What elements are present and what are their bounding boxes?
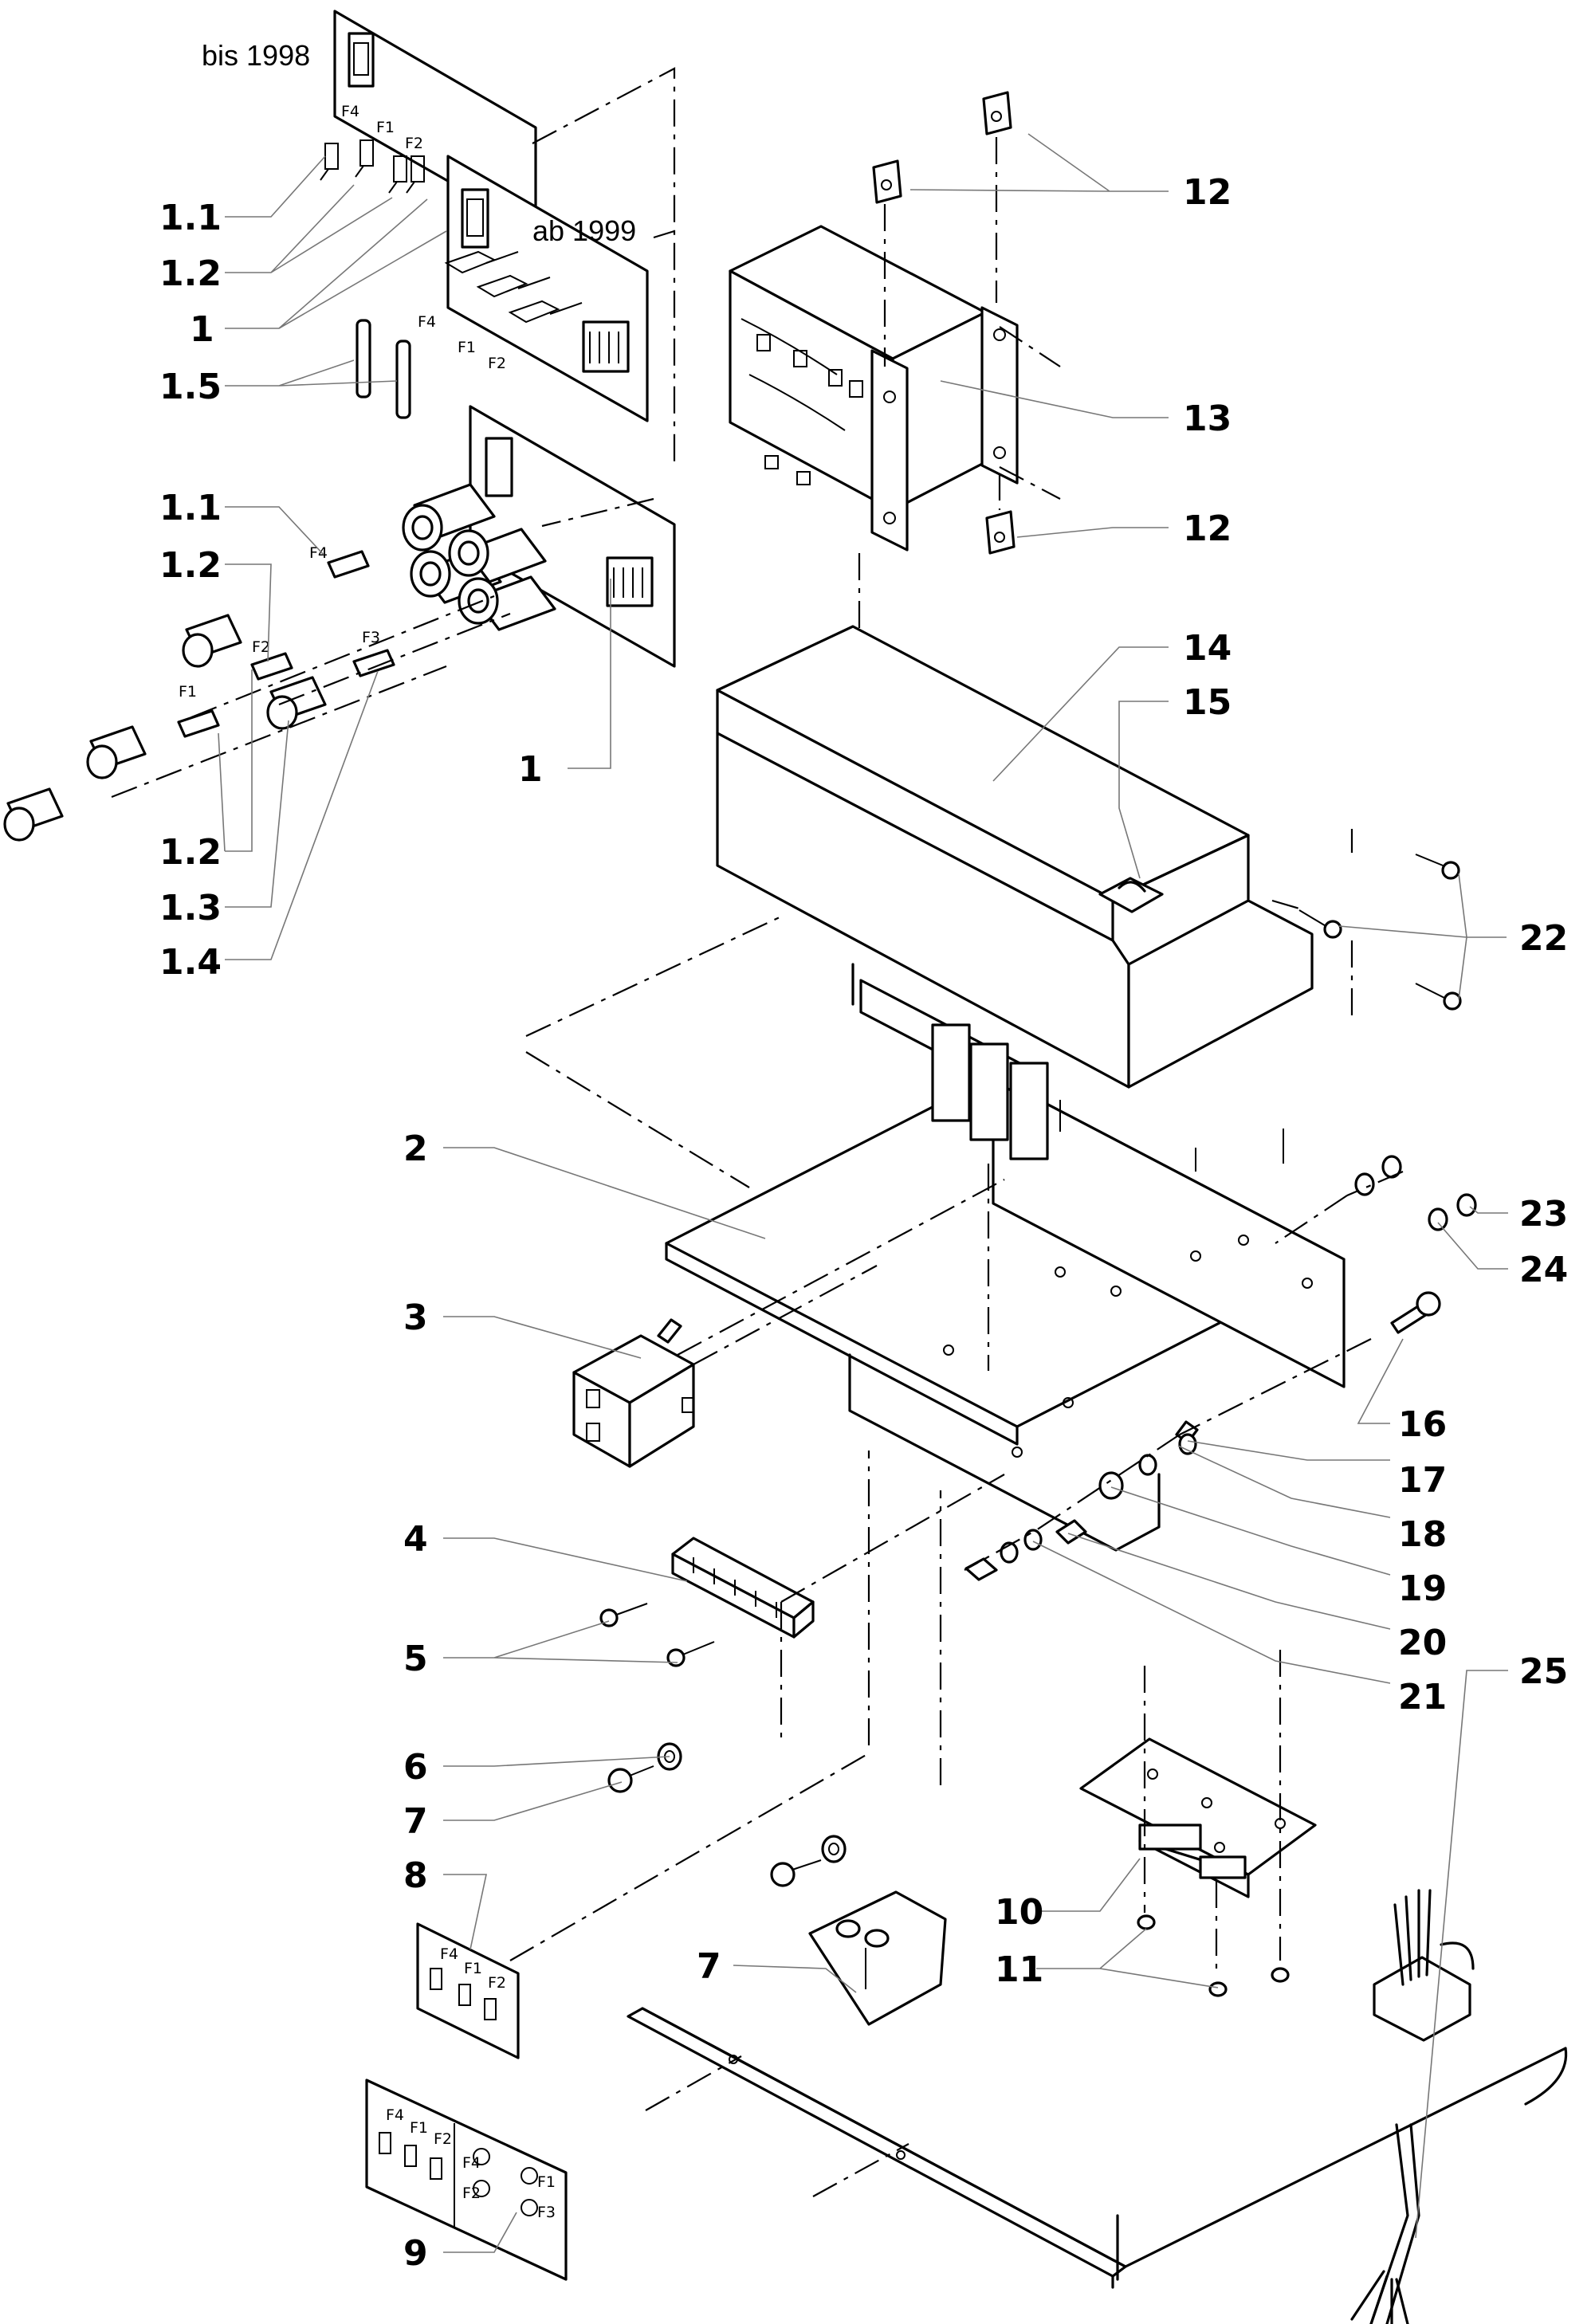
svg-text:F4: F4: [386, 2106, 404, 2124]
callout-16: 16: [1398, 1404, 1447, 1445]
callout-20: 20: [1398, 1623, 1447, 1663]
svg-text:F3: F3: [362, 629, 380, 646]
callout-1-1-mid: 1.1: [159, 488, 222, 528]
pcb-ab-1999: F4 F1 F2: [418, 155, 649, 422]
svg-text:F2: F2: [434, 2130, 452, 2148]
screws-22: [1298, 854, 1462, 1011]
label-8: F4 F1 F2: [416, 1922, 520, 2059]
annotation-bis-1998: bis 1998: [202, 39, 310, 72]
svg-text:F2: F2: [488, 355, 506, 372]
clips: [872, 91, 1016, 555]
svg-text:F4: F4: [341, 103, 359, 120]
mains-cable: [1350, 2123, 1420, 2324]
svg-text:F1: F1: [376, 119, 395, 136]
chassis: [665, 979, 1346, 1552]
relay-component: [572, 1318, 695, 1468]
right-hardware: [964, 1155, 1477, 1581]
callout-13: 13: [1183, 398, 1232, 439]
callout-1-top: 1: [190, 309, 214, 350]
base-plate: [627, 2007, 1568, 2289]
callout-1-2-mid: 1.2: [159, 545, 222, 586]
leader-lines: [218, 133, 1508, 2253]
callout-1-3: 1.3: [159, 888, 222, 928]
svg-text:F1: F1: [537, 2173, 556, 2191]
pcb-bis-1998: F4 F1 F2: [320, 10, 537, 233]
svg-text:F2: F2: [405, 135, 423, 152]
callout-numbers: 1.1 1.2 1 1.5 1.1 1.2 1 1.2 1.3 1.4 2 3 …: [159, 172, 1568, 2274]
callout-25: 25: [1519, 1651, 1568, 1692]
exploded-fuses: F4 F2 F3 F1: [3, 544, 511, 842]
label-9: F4 F1 F2 F4 F2 F1 F3: [365, 2079, 568, 2281]
spare-fuses: [356, 319, 411, 419]
callout-7-left: 7: [403, 1801, 428, 1842]
svg-text:F2: F2: [488, 1974, 506, 1992]
pcb-10: [1079, 1737, 1317, 1898]
callout-1-5: 1.5: [159, 367, 222, 407]
callout-17: 17: [1398, 1460, 1447, 1501]
callout-19: 19: [1398, 1568, 1447, 1609]
svg-text:F4: F4: [309, 544, 328, 562]
callout-1-mid: 1: [518, 749, 543, 790]
callout-1-2-top: 1.2: [159, 253, 222, 294]
callout-8: 8: [403, 1855, 428, 1896]
callout-11: 11: [995, 1949, 1043, 1990]
callout-15: 15: [1183, 682, 1232, 723]
svg-text:F4: F4: [440, 1945, 458, 1963]
annotation-ab-1999: ab 1999: [532, 214, 636, 247]
callout-1-1-top: 1.1: [159, 198, 222, 238]
callout-9: 9: [403, 2233, 428, 2274]
callout-2: 2: [403, 1129, 428, 1169]
callout-4: 4: [403, 1519, 428, 1560]
callout-21: 21: [1398, 1677, 1447, 1717]
callout-7-bottom: 7: [697, 1946, 721, 1987]
callout-6: 6: [403, 1747, 428, 1788]
callout-22: 22: [1519, 918, 1568, 959]
callout-10: 10: [995, 1892, 1043, 1933]
svg-text:F1: F1: [458, 339, 476, 356]
svg-text:F2: F2: [252, 638, 270, 656]
callout-18: 18: [1398, 1514, 1447, 1555]
screws-5: [599, 1603, 715, 1667]
callout-12-top: 12: [1183, 172, 1232, 213]
callout-24: 24: [1519, 1250, 1568, 1290]
svg-text:F3: F3: [537, 2204, 556, 2221]
callout-1-4: 1.4: [159, 942, 222, 983]
small-plate: [808, 1890, 947, 2026]
cover: [716, 625, 1314, 1089]
callout-23: 23: [1519, 1194, 1568, 1235]
svg-text:F1: F1: [410, 2119, 428, 2137]
pcb-screw-fuse-holders: [402, 405, 676, 668]
callout-5: 5: [403, 1639, 428, 1679]
svg-text:F4: F4: [418, 313, 436, 331]
callout-12-bottom: 12: [1183, 508, 1232, 549]
svg-text:F1: F1: [179, 683, 197, 701]
svg-text:F1: F1: [464, 1960, 482, 1977]
svg-text:F4: F4: [462, 2154, 481, 2172]
svg-text:F2: F2: [462, 2185, 481, 2202]
screws-11: [1137, 1914, 1290, 1997]
callout-3: 3: [403, 1297, 428, 1338]
terminal-strip: [671, 1537, 815, 1639]
switch: [1098, 877, 1164, 913]
transformer: [729, 225, 1019, 754]
callout-14: 14: [1183, 628, 1232, 669]
callout-1-2-low: 1.2: [159, 832, 222, 873]
washer-bolt: [607, 1742, 847, 1887]
cable-clamp: [1373, 1889, 1475, 2042]
